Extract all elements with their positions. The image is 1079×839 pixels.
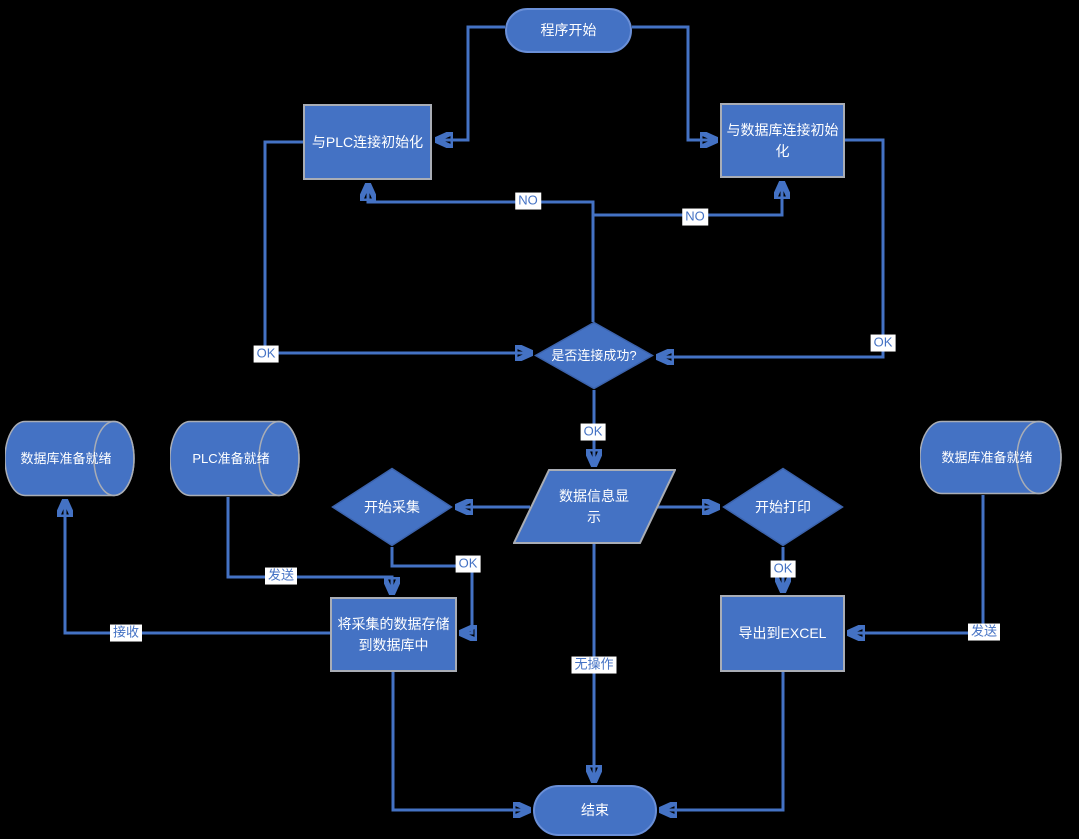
edge-no-to-plc-init [368,185,595,322]
edge-label-no-right: NO [682,208,708,226]
edge-excel-to-end [661,672,785,810]
edge-no-to-db-init [593,183,782,217]
node-db-ready-right-shape [920,420,1062,495]
node-db-ready-left-shape [5,420,135,497]
edge-start-to-plc-init [437,25,505,140]
edge-start-to-db-init [632,25,716,140]
edge-label-send-left: 发送 [264,567,298,585]
edge-label-no-op: 无操作 [571,656,617,674]
edge-label-no-left: NO [515,192,541,210]
node-start-print-shape [722,467,844,547]
edge-label-ok-display: OK [580,423,606,441]
edge-label-ok-left: OK [253,345,279,363]
node-end: 结束 [533,785,657,836]
node-store-data: 将采集的数据存储到数据库中 [330,597,457,672]
edge-plc-init-to-decision [263,140,531,353]
edge-plc-ready-send-to-store [226,497,392,593]
node-export-excel: 导出到EXCEL [720,595,845,672]
edge-store-receive-to-db-ready [65,501,330,635]
node-plc-init: 与PLC连接初始化 [303,104,432,180]
node-plc-ready-shape [170,420,300,497]
edge-label-ok-right: OK [870,334,896,352]
edge-label-receive: 接收 [109,624,143,642]
edge-label-send-right: 发送 [967,623,1001,641]
edge-label-ok-collect: OK [455,555,481,573]
edge-db-init-to-decision [658,138,885,357]
edge-label-ok-print: OK [770,560,796,578]
node-program-start: 程序开始 [505,8,632,53]
edge-store-to-end [391,672,529,810]
node-connect-success-shape [534,321,654,390]
node-db-init: 与数据库连接初始化 [720,103,845,178]
node-start-collect-shape [331,467,453,547]
edge-db-ready-send-to-excel [849,495,985,633]
node-data-display-shape [513,469,676,544]
